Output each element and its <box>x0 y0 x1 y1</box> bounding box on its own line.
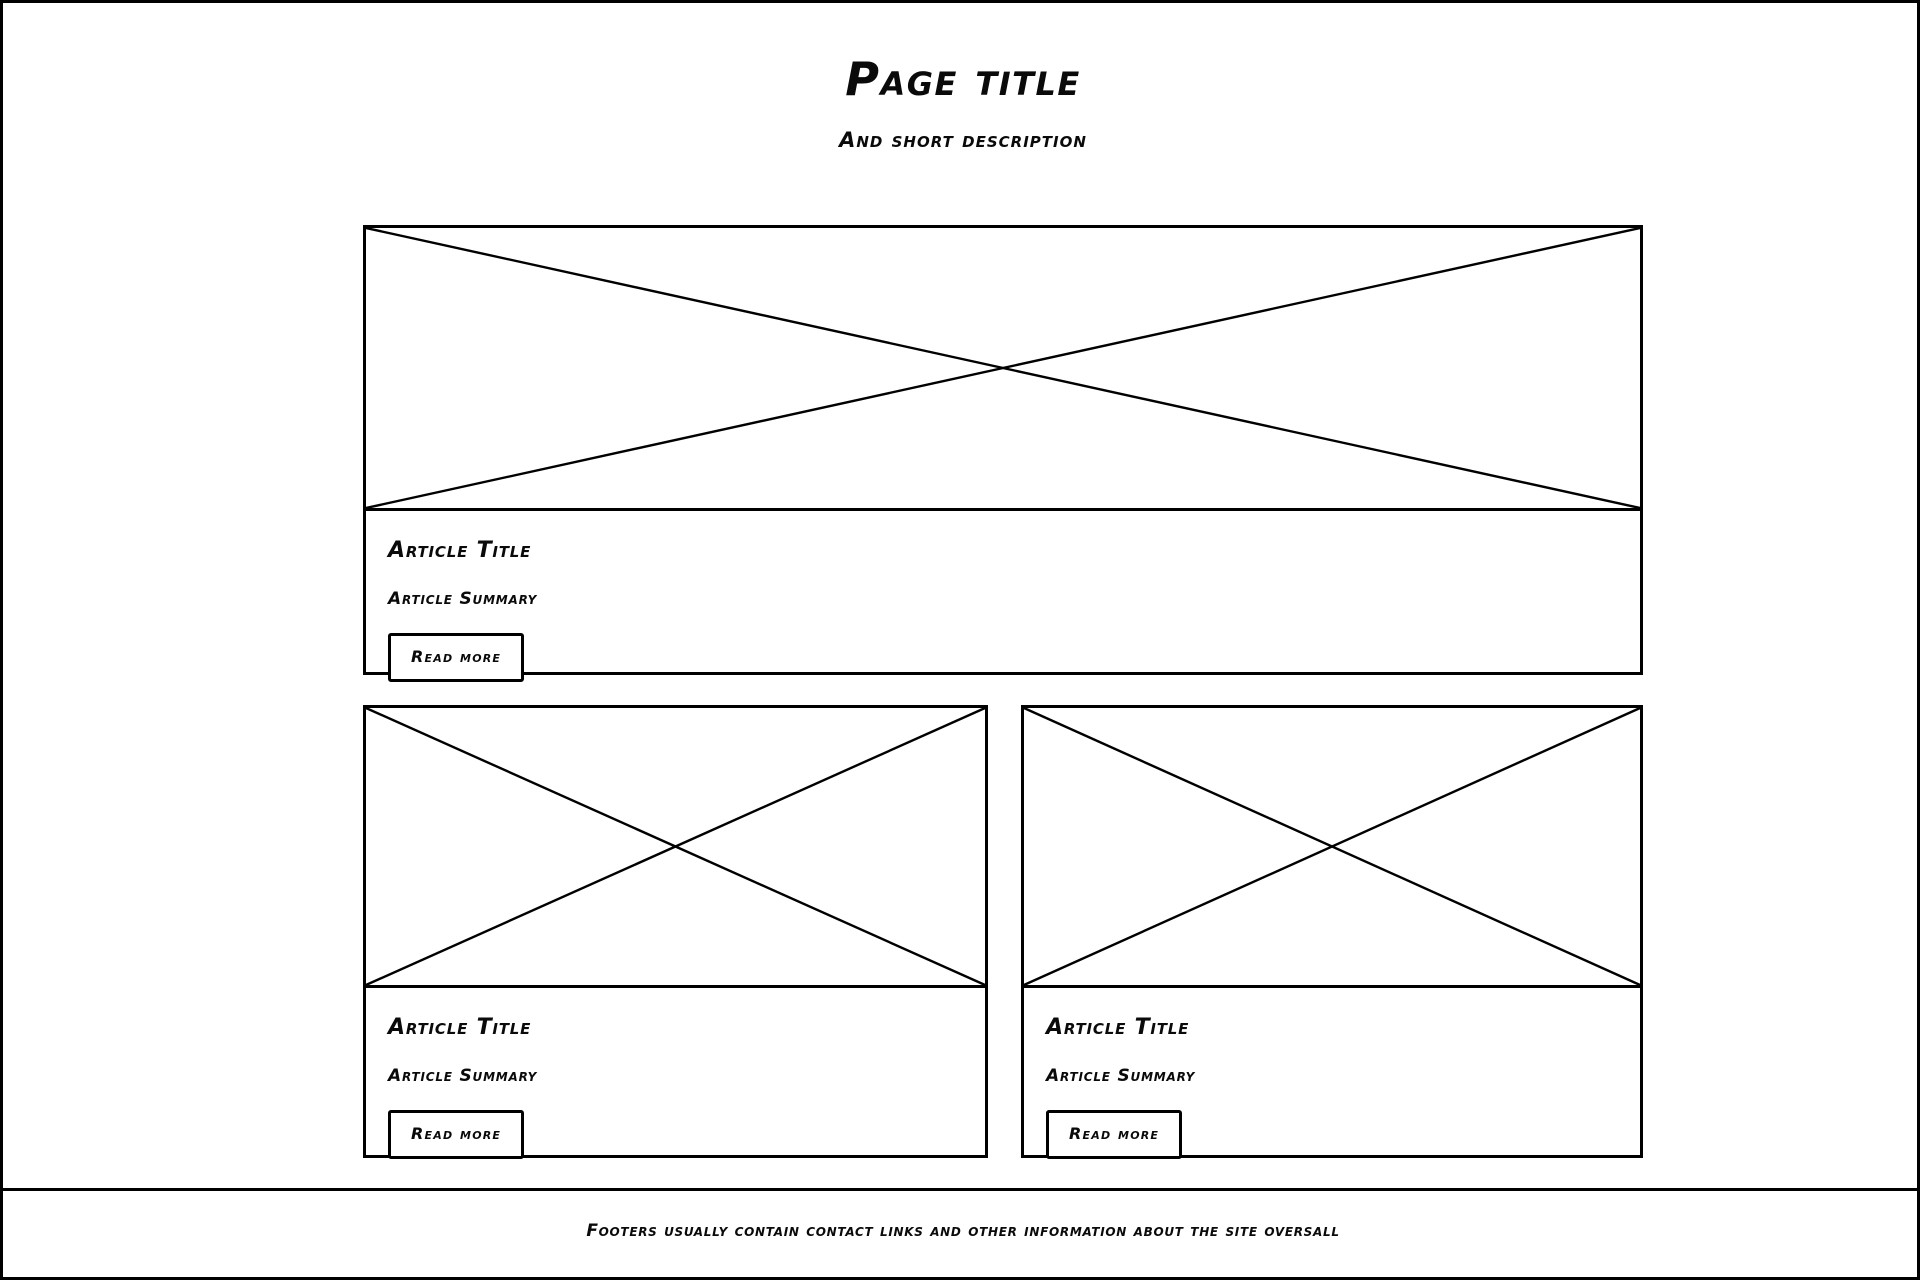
image-placeholder-icon <box>366 228 1640 511</box>
image-placeholder-icon <box>1024 708 1640 988</box>
footer-text: Footers usually contain contact links an… <box>586 1221 1340 1241</box>
footer-divider <box>3 1188 1920 1191</box>
article-title: Article Title <box>388 1015 532 1040</box>
article-summary: Article Summary <box>388 1066 538 1086</box>
article-card-left[interactable]: Article Title Article Summary Read more <box>363 705 988 1159</box>
article-card-body: Article Title Article Summary Read more <box>1024 988 1640 1179</box>
article-title: Article Title <box>1046 1015 1190 1040</box>
page-subtitle: And short description <box>839 128 1087 152</box>
article-card-right[interactable]: Article Title Article Summary Read more <box>1021 705 1643 1159</box>
article-summary: Article Summary <box>1046 1066 1196 1086</box>
read-more-button[interactable]: Read more <box>1046 1110 1183 1159</box>
read-more-button[interactable]: Read more <box>388 1110 525 1159</box>
image-placeholder-icon <box>366 708 985 988</box>
article-summary: Article Summary <box>388 589 538 609</box>
article-card-body: Article Title Article Summary Read more <box>366 988 985 1179</box>
read-more-button[interactable]: Read more <box>388 633 525 682</box>
article-card-hero[interactable]: Article Title Article Summary Read more <box>363 225 1643 682</box>
page-title: Page title <box>845 52 1081 106</box>
article-card-body: Article Title Article Summary Read more <box>366 511 1640 702</box>
page-footer: Footers usually contain contact links an… <box>3 1218 1920 1244</box>
page-header: Page title And short description <box>3 51 1920 155</box>
article-title: Article Title <box>388 538 532 563</box>
